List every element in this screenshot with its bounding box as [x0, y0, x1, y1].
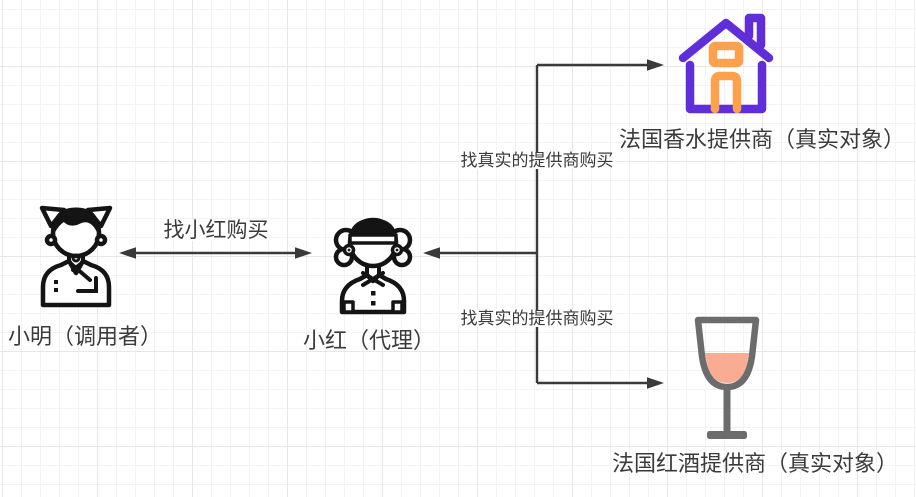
arrowhead-left: [119, 247, 136, 259]
perfume-provider-label: 法国香水提供商（真实对象）: [618, 127, 906, 152]
edge-label-caller-proxy: 找小红购买: [161, 219, 271, 242]
wine-glass-icon: [694, 316, 760, 439]
arrowhead-to-perfume: [647, 59, 664, 71]
proxy-label: 小红（代理）: [302, 328, 436, 353]
arrowhead-into-proxy: [423, 247, 440, 259]
edge-label-proxy-perfume: 找真实的提供商购买: [458, 151, 616, 170]
arrowhead-to-wine: [647, 377, 664, 389]
caller-label: 小明（调用者）: [7, 324, 163, 349]
edge-label-proxy-wine: 找真实的提供商购买: [458, 309, 616, 328]
house-icon: [678, 13, 774, 114]
girl-icon: [333, 217, 413, 315]
arrowhead-right: [295, 247, 312, 259]
wine-provider-label: 法国红酒提供商（真实对象）: [611, 451, 899, 476]
boy-icon: [39, 205, 113, 308]
